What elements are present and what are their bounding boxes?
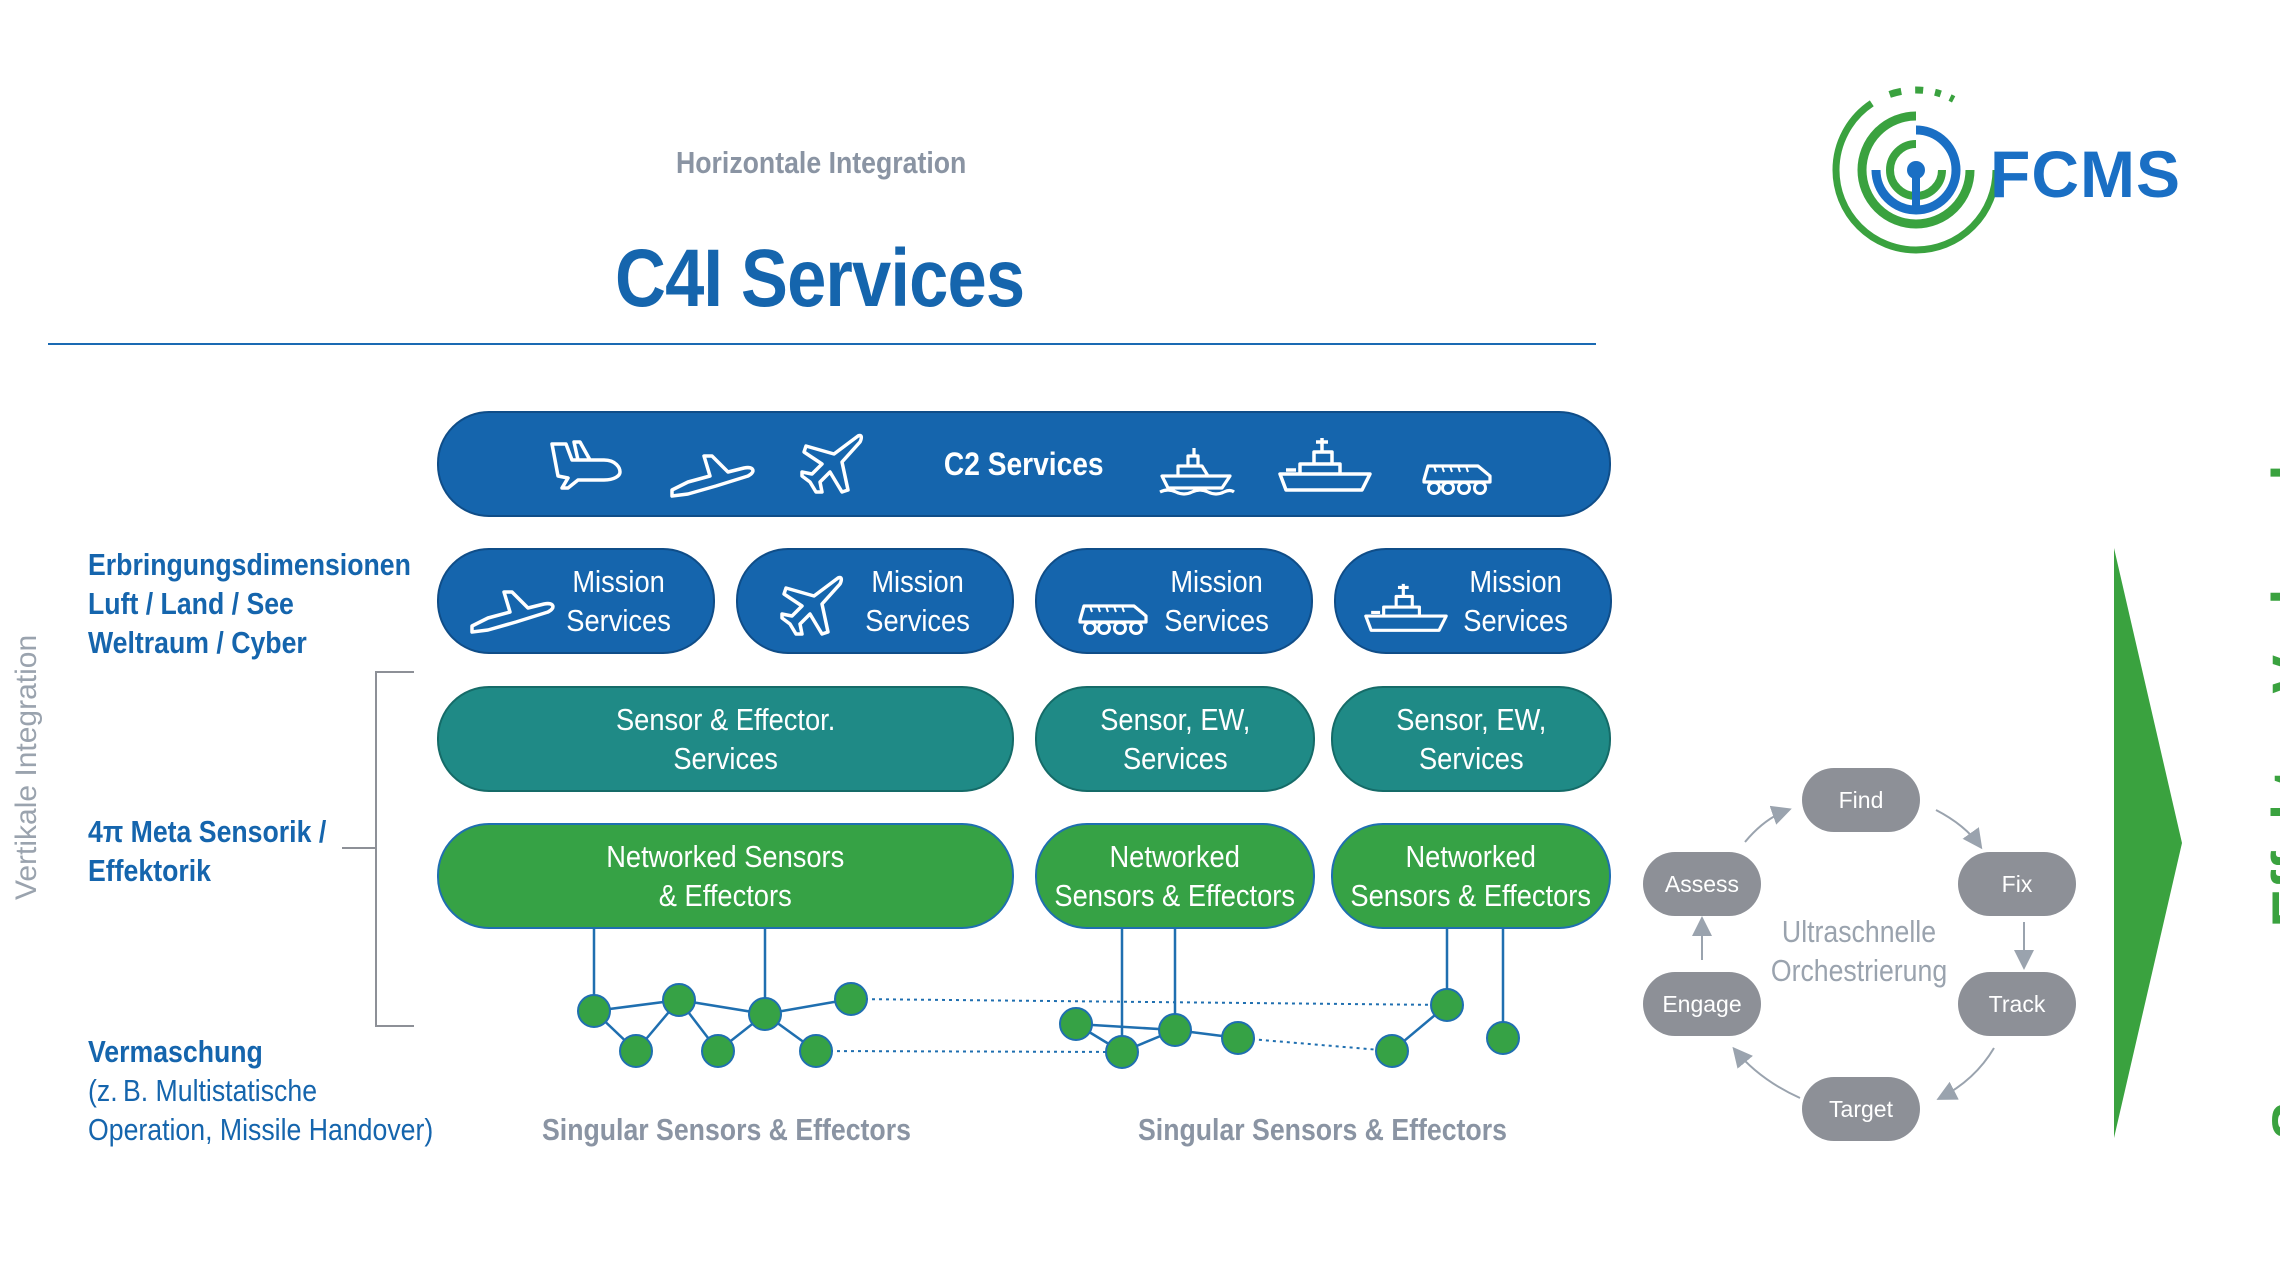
- networked-sensors-1: Networked Sensors& Effectors: [437, 823, 1014, 929]
- fcms-logo-mark-icon: [1832, 86, 2000, 254]
- mission-fighter-jet-icon: [780, 575, 844, 636]
- sensorik-line-2: Effektorik: [88, 853, 211, 888]
- sensor-ew-services-2-label: Sensor, EW,Services: [1395, 702, 1547, 776]
- horizontal-integration-label: Horizontale Integration: [676, 145, 967, 180]
- sensor-effector-services-label: Sensor & Effector.Services: [615, 702, 836, 776]
- page-title: C4I Services: [615, 233, 1025, 324]
- sensor-effector-services: Sensor & Effector.Services: [437, 686, 1014, 792]
- fighter-jet-icon: [800, 433, 864, 494]
- orchestration-line-2: Orchestrierung: [1770, 953, 1948, 988]
- armored-vehicle-icon: [1422, 464, 1492, 495]
- patrol-boat-icon: [1159, 448, 1235, 496]
- sensor-ew-services-2: Sensor, EW,Services: [1331, 686, 1611, 792]
- cycle-track: Track: [1958, 972, 2076, 1036]
- singular-sensors-label-1: Singular Sensors & Effectors: [542, 1112, 911, 1147]
- networked-sensors-1-label: Networked Sensors& Effectors: [606, 839, 845, 913]
- aircraft-icon: [670, 454, 755, 498]
- dimensions-line-3: Weltraum / Cyber: [88, 625, 307, 660]
- cycle-target: Target: [1802, 1077, 1920, 1141]
- cycle-fix: Fix: [1958, 852, 2076, 916]
- vertical-bracket: [342, 671, 414, 1027]
- sensor-effector-verbund-label: Sensor-Effektor-Verbund: [2261, 465, 2280, 1140]
- sensor-ew-services-1-label: Sensor, EW,Services: [1099, 702, 1251, 776]
- fcms-logo-text: FCMS: [1990, 137, 2181, 211]
- cycle-assess: Assess: [1643, 852, 1761, 916]
- sensorik-line-1: 4π Meta Sensorik /: [88, 814, 327, 849]
- orchestration-line-1: Ultraschnelle: [1781, 914, 1937, 949]
- sensor-effector-arrow-icon: [2114, 548, 2182, 1138]
- dimensions-line-2: Luft / Land / See: [88, 586, 294, 621]
- title-divider: [48, 343, 1596, 345]
- vermaschung-label: Vermaschung (z. B. Multistatische Operat…: [88, 1032, 433, 1149]
- c2-services-label: C2 Services: [944, 445, 1104, 482]
- orchestration-label: Ultraschnelle Orchestrierung: [1714, 912, 2004, 990]
- sensor-ew-services-1: Sensor, EW,Services: [1035, 686, 1315, 792]
- vermaschung-detail-1: (z. B. Multistatische: [88, 1073, 318, 1108]
- cycle-engage: Engage: [1643, 972, 1761, 1036]
- mission-aircraft-icon: [470, 590, 555, 634]
- vermaschung-title: Vermaschung: [88, 1034, 263, 1069]
- c2-services-bar: C2 Services: [437, 411, 1611, 517]
- mission-warship-icon: [1364, 583, 1448, 632]
- warship-icon: [1278, 438, 1372, 492]
- uav-icon: [550, 440, 622, 490]
- vermaschung-detail-2: Operation, Missile Handover): [88, 1112, 434, 1147]
- cycle-find: Find: [1802, 768, 1920, 832]
- mission-armored-vehicle-icon: [1078, 604, 1148, 635]
- dimensions-label: Erbringungsdimensionen Luft / Land / See…: [88, 545, 411, 662]
- sensorik-label: 4π Meta Sensorik / Effektorik: [88, 812, 326, 890]
- dimensions-line-1: Erbringungsdimensionen: [88, 547, 411, 582]
- fcms-logo: FCMS: [1830, 86, 2210, 256]
- singular-sensors-label-2: Singular Sensors & Effectors: [1138, 1112, 1507, 1147]
